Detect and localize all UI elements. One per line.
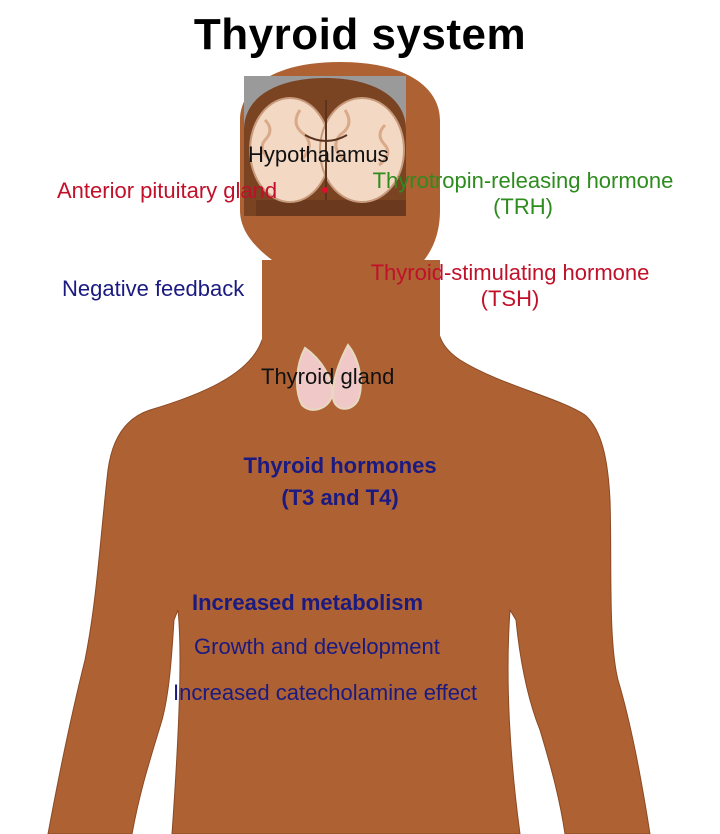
label-hormones-line1: Thyroid hormones bbox=[243, 453, 437, 478]
page-title: Thyroid system bbox=[193, 10, 527, 59]
label-tsh-line1: Thyroid-stimulating hormone bbox=[370, 260, 650, 285]
label-hormones-line2: (T3 and T4) bbox=[281, 485, 399, 510]
label-growth-development: Growth and development bbox=[194, 634, 440, 659]
brain-ventricles bbox=[304, 134, 348, 142]
label-anterior-pituitary: Anterior pituitary gland bbox=[57, 178, 278, 203]
label-tsh: Thyroid-stimulating hormone (TSH) bbox=[340, 260, 680, 312]
label-trh: Thyrotropin-releasing hormone (TRH) bbox=[343, 168, 703, 220]
label-catecholamine-effect: Increased catecholamine effect bbox=[173, 680, 478, 705]
torso-shape bbox=[47, 329, 651, 834]
label-thyroid-hormones: Thyroid hormones (T3 and T4) bbox=[190, 450, 490, 514]
thyroid-right-lobe bbox=[331, 343, 362, 410]
label-trh-line1: Thyrotropin-releasing hormone bbox=[372, 168, 674, 193]
neck-shape bbox=[262, 260, 440, 345]
label-increased-metabolism: Increased metabolism bbox=[192, 590, 424, 615]
label-trh-line2: (TRH) bbox=[493, 194, 553, 219]
brain-box-lower bbox=[256, 200, 406, 216]
pituitary-dot bbox=[322, 187, 328, 193]
thyroid-left-lobe bbox=[296, 346, 334, 411]
label-tsh-line2: (TSH) bbox=[480, 286, 540, 311]
brain-right-hemisphere bbox=[319, 97, 405, 203]
label-thyroid-gland: Thyroid gland bbox=[261, 364, 395, 389]
label-negative-feedback: Negative feedback bbox=[62, 276, 245, 301]
label-hypothalamus: Hypothalamus bbox=[248, 142, 389, 167]
